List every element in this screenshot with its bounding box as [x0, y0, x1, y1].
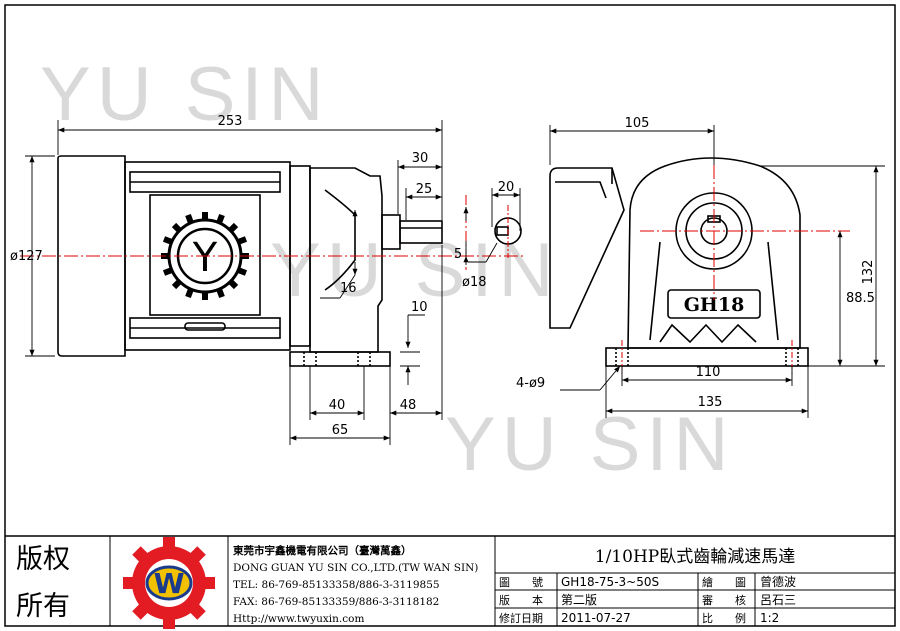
motor-slot — [184, 322, 226, 331]
dim-mount-holes: 4-ø9 — [516, 376, 545, 391]
company-tel: TEL: 86-769-85133358/886-3-3119855 — [233, 579, 440, 591]
dim-shaft-25: 25 — [416, 182, 433, 197]
output-shaft — [399, 220, 443, 244]
gearbox-front-housing — [627, 157, 801, 349]
row-value-reviewer: 呂石三 — [760, 593, 796, 607]
row-label-scale: 比 例 — [702, 611, 746, 625]
dim-motor-diameter: ø127 — [10, 249, 43, 264]
title-block-row: 圖 號 GH18-75-3~50S 繪 圖 曾德波 — [499, 574, 796, 589]
product-title: 1/10HP臥式齒輪減速馬達 — [595, 547, 795, 567]
row-label-reviewer: 審 核 — [702, 593, 746, 607]
front-view — [549, 157, 809, 367]
side-dimensions — [25, 120, 521, 445]
front-dimensions — [549, 125, 885, 418]
motor-label-plate — [149, 194, 261, 316]
title-block-row: 修訂日期 2011-07-27 比 例 1:2 — [499, 611, 779, 625]
drawing-frame — [4, 4, 896, 627]
title-block — [109, 536, 895, 626]
company-web: Http://www.twyuxin.com — [233, 613, 364, 625]
row-value-version: 第二版 — [561, 593, 597, 607]
side-dimension-labels: 253 ø127 30 25 20 5 ø18 16 10 40 48 65 — [10, 114, 514, 438]
front-dimension-labels: 105 132 88.5 4-ø9 110 135 — [516, 116, 876, 410]
dim-hole-spacing: 110 — [696, 365, 721, 380]
company-name-en: DONG GUAN YU SIN CO.,LTD.(TW WAN SIN) — [233, 562, 478, 574]
watermark-text-3: YU SIN — [445, 402, 734, 487]
row-value-drawn-by: 曾德波 — [760, 574, 796, 589]
gearbox-model-label: GH18 — [684, 294, 745, 316]
dim-total-height: 132 — [861, 260, 876, 285]
dim-key-5: 5 — [454, 247, 462, 262]
dim-center-height: 88.5 — [846, 291, 875, 306]
company-fax: FAX: 86-769-85133359/886-3-3118182 — [233, 596, 439, 608]
gearbox-teeth — [659, 323, 757, 344]
dim-foot-48: 48 — [400, 398, 417, 413]
dim-foot-40: 40 — [329, 398, 346, 413]
dim-foot-10: 10 — [411, 300, 428, 315]
company-name-cn: 東莞市宇鑫機電有限公司（臺灣萬鑫） — [233, 544, 412, 557]
row-label-drawing-no: 圖 號 — [499, 576, 543, 589]
motor-end-cap — [57, 155, 126, 357]
dim-foot-65: 65 — [332, 423, 349, 438]
row-value-drawing-no: GH18-75-3~50S — [561, 575, 659, 589]
row-label-drawn-by: 繪 圖 — [702, 575, 746, 589]
logo-letter: W — [154, 567, 185, 600]
watermark: YU SIN YU SIN YU SIN — [40, 52, 734, 487]
dim-overall-length: 253 — [218, 114, 243, 129]
watermark-text-2: YU SIN — [270, 228, 559, 313]
motor-emblem-letter: Y — [192, 235, 218, 281]
dim-shaft-diameter: ø18 — [462, 275, 487, 290]
title-block-row: 版 本 第二版 審 核 呂石三 — [499, 593, 796, 607]
row-value-revision-date: 2011-07-27 — [561, 611, 631, 625]
company-logo: W — [123, 537, 215, 629]
row-label-version: 版 本 — [499, 593, 543, 607]
dim-shaft-30: 30 — [412, 151, 429, 166]
gearbox-ribs — [649, 241, 779, 341]
watermark-text-1: YU SIN — [40, 52, 329, 137]
row-label-revision-date: 修訂日期 — [499, 611, 543, 625]
dim-total-width: 105 — [625, 116, 650, 131]
copyright-line-2: 所有 — [16, 591, 70, 622]
copyright-line-1: 版权 — [16, 544, 70, 575]
gearbox-nameplate — [667, 289, 761, 319]
dim-center-16: 16 — [340, 281, 357, 296]
gearbox-foot — [289, 351, 391, 367]
dim-key-20: 20 — [498, 180, 515, 195]
motor-side-profile — [549, 167, 625, 329]
front-foot — [605, 347, 809, 367]
dim-base-width: 135 — [698, 395, 723, 410]
row-value-scale: 1:2 — [760, 611, 779, 625]
